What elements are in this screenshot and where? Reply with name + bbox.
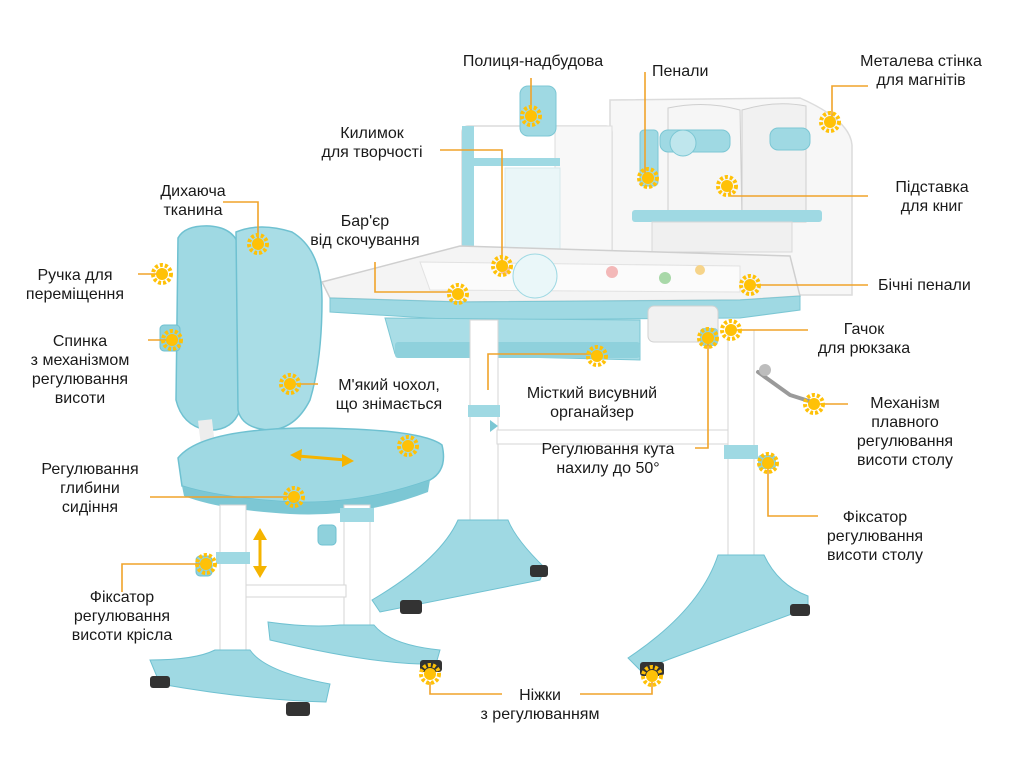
label-chair-height-lock: Фіксатор регулювання висоти крісла: [71, 589, 173, 644]
chair: [149, 225, 445, 716]
marker-sun-icon: [419, 663, 441, 685]
marker-sun-icon: [739, 274, 761, 296]
adjustment-arrows: [253, 449, 354, 578]
label-book-stand: Підставка для книг: [895, 179, 969, 215]
marker-sun-icon: [283, 486, 305, 508]
marker-sun-icon: [697, 327, 719, 349]
label-backpack-hook: Гачок для рюкзака: [817, 321, 911, 357]
marker-sun-icon: [720, 319, 742, 341]
label-anti-roll-barrier: Бар'єр від скочування: [310, 213, 420, 249]
marker-sun-icon: [151, 263, 173, 285]
label-tilt-angle: Регулювання кута нахилу до 50°: [541, 441, 675, 477]
label-backrest-height: Спинка з механізмом регулювання висоти: [30, 333, 130, 407]
label-lift-mechanism: Механізм плавного регулювання висоти сто…: [856, 395, 954, 469]
marker-sun-icon: [637, 167, 659, 189]
leader-lines: [121, 72, 868, 695]
label-shelf: Полиця-надбудова: [462, 53, 604, 70]
marker-sun-icon: [447, 283, 469, 305]
label-move-handle: Ручка для переміщення: [25, 267, 125, 303]
marker-sun-icon: [247, 233, 269, 255]
label-seat-depth: Регулювання глибини сидіння: [41, 461, 139, 516]
label-removable-cover: М'який чохол, що знімається: [335, 377, 443, 413]
marker-sun-icon: [819, 111, 841, 133]
marker-sun-icon: [491, 255, 513, 277]
label-side-cases: Бічні пенали: [878, 277, 971, 294]
label-metal-wall: Металева стінка для магнітів: [860, 53, 982, 89]
marker-sun-icon: [279, 373, 301, 395]
marker-sun-icon: [161, 329, 183, 351]
marker-sun-icon: [586, 345, 608, 367]
desk: [320, 85, 853, 676]
label-pencil-cases: Пенали: [652, 63, 709, 80]
label-creative-mat: Килимок для творчості: [321, 125, 423, 161]
label-drawer: Місткий висувний органайзер: [526, 385, 658, 421]
label-table-height-lock: Фіксатор регулювання висоти столу: [826, 509, 924, 564]
marker-sun-icon: [520, 105, 542, 127]
label-breathable-fabric: Дихаюча тканина: [160, 183, 226, 219]
marker-sun-icon: [195, 553, 217, 575]
marker-sun-icon: [757, 452, 779, 474]
marker-sun-icon: [397, 435, 419, 457]
marker-sun-icon: [641, 665, 663, 687]
marker-sun-icon: [716, 175, 738, 197]
callout-markers: [151, 105, 841, 687]
marker-sun-icon: [803, 393, 825, 415]
label-adjustable-legs: Ніжки з регулюванням: [480, 687, 600, 723]
